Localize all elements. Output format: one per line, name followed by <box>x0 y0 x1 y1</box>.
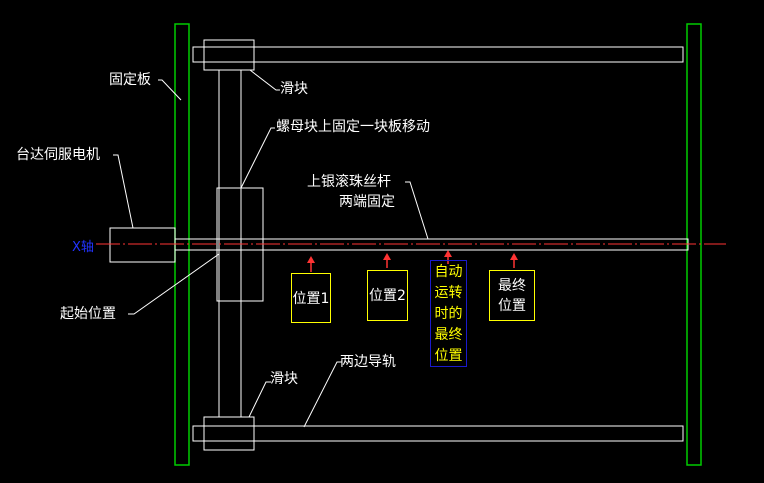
label-fixed-plate: 固定板 <box>109 72 151 88</box>
leader-start-position <box>128 253 220 315</box>
position-1-label: 位置1 <box>292 291 330 307</box>
label-guide-rails: 两边导轨 <box>340 354 396 370</box>
leader-fixed-plate <box>158 79 182 101</box>
label-slider-top: 滑块 <box>280 81 308 97</box>
arrow-pos1 <box>307 256 315 272</box>
label-slider-bottom: 滑块 <box>270 371 298 387</box>
final-position-line-1: 最终 <box>498 278 526 294</box>
final-position-line-2: 位置 <box>498 298 526 314</box>
arrow-final <box>510 253 518 268</box>
position-2-label: 位置2 <box>369 288 406 304</box>
auto-final-line-2: 运转 <box>434 285 463 301</box>
leader-ball-screw <box>405 181 429 240</box>
auto-final-line-4: 最终 <box>434 327 463 343</box>
label-nut-block: 螺母块上固定一块板移动 <box>276 119 430 135</box>
auto-final-line-5: 位置 <box>434 348 463 364</box>
bottom-guide-rail <box>192 425 684 442</box>
leader-slider-top <box>249 69 280 91</box>
label-ball-screw-line1: 上银滚珠丝杆 <box>307 174 391 190</box>
position-1-box: 位置1 <box>291 273 331 323</box>
label-servo-motor: 台达伺服电机 <box>16 147 100 163</box>
label-x-axis: X轴 <box>72 240 94 255</box>
leader-nut-block <box>240 127 275 189</box>
position-2-box: 位置2 <box>367 270 408 321</box>
auto-final-line-1: 自动 <box>434 264 463 280</box>
label-ball-screw-line2: 两端固定 <box>339 194 395 210</box>
arrow-pos2 <box>383 253 391 268</box>
leader-slider-bottom <box>248 381 271 418</box>
bottom-slider <box>203 416 255 451</box>
label-start-position: 起始位置 <box>60 306 116 322</box>
final-position-box: 最终 位置 <box>489 270 535 321</box>
top-guide-rail <box>192 46 684 63</box>
auto-final-position-box: 自动 运转 时的 最终 位置 <box>430 260 467 367</box>
servo-motor <box>109 227 176 263</box>
leader-guide-rails <box>303 361 342 428</box>
top-slider <box>203 39 255 71</box>
auto-final-line-3: 时的 <box>434 306 463 322</box>
leader-servo-motor <box>113 154 134 229</box>
